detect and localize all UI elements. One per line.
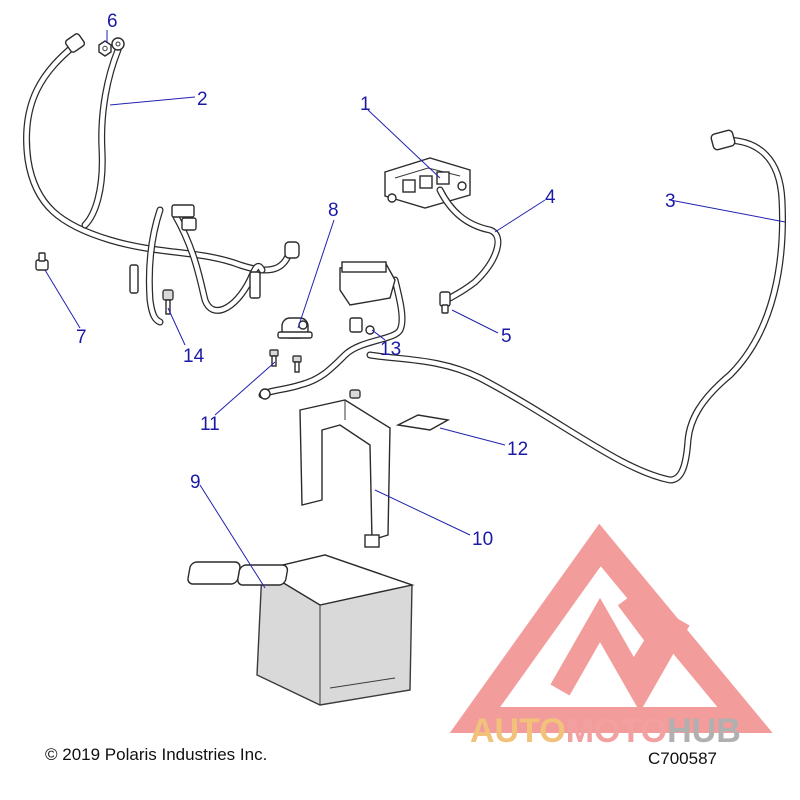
callout-9: 9 <box>190 472 201 493</box>
callout-10: 10 <box>472 529 493 550</box>
watermark-part-auto: AUTO <box>470 712 566 750</box>
cable-harness-2 <box>23 33 300 326</box>
watermark-part-hub: HUB <box>667 712 741 750</box>
cable-3 <box>366 129 786 484</box>
cable-4 <box>436 186 502 302</box>
watermark-part-moto: MOTO <box>565 712 668 750</box>
label-pad-12 <box>395 414 451 431</box>
solenoid-8 <box>277 317 313 339</box>
callout-6: 6 <box>107 11 118 32</box>
nut-6 <box>98 40 112 57</box>
fuse-block-1 <box>384 157 471 209</box>
callout-7: 7 <box>76 327 87 348</box>
battery-9 <box>187 554 415 706</box>
connector-5 <box>439 291 451 314</box>
callout-1: 1 <box>360 94 371 115</box>
battery-bracket-10 <box>299 399 391 548</box>
callout-11: 11 <box>200 414 220 435</box>
callout-13: 13 <box>380 339 401 360</box>
callout-labels: 1 2 3 4 5 6 7 8 9 10 11 12 13 14 <box>76 11 676 550</box>
junction-13 <box>258 261 406 400</box>
drawing-number: C700587 <box>648 749 718 768</box>
copyright-text: © 2019 Polaris Industries Inc. <box>45 745 268 764</box>
leader-lines <box>44 30 786 589</box>
callout-12: 12 <box>507 439 528 460</box>
callout-14: 14 <box>183 346 205 367</box>
watermark-wordmark: AUTOMOTOHUB <box>470 712 741 751</box>
bolt-14 <box>162 289 174 315</box>
watermark-logo <box>449 523 773 733</box>
callout-8: 8 <box>328 200 339 221</box>
fastener-7 <box>35 252 49 271</box>
callout-4: 4 <box>545 187 556 208</box>
callout-2: 2 <box>197 89 208 110</box>
callout-3: 3 <box>665 191 676 212</box>
callout-5: 5 <box>501 326 512 347</box>
bolts-11 <box>269 349 361 399</box>
